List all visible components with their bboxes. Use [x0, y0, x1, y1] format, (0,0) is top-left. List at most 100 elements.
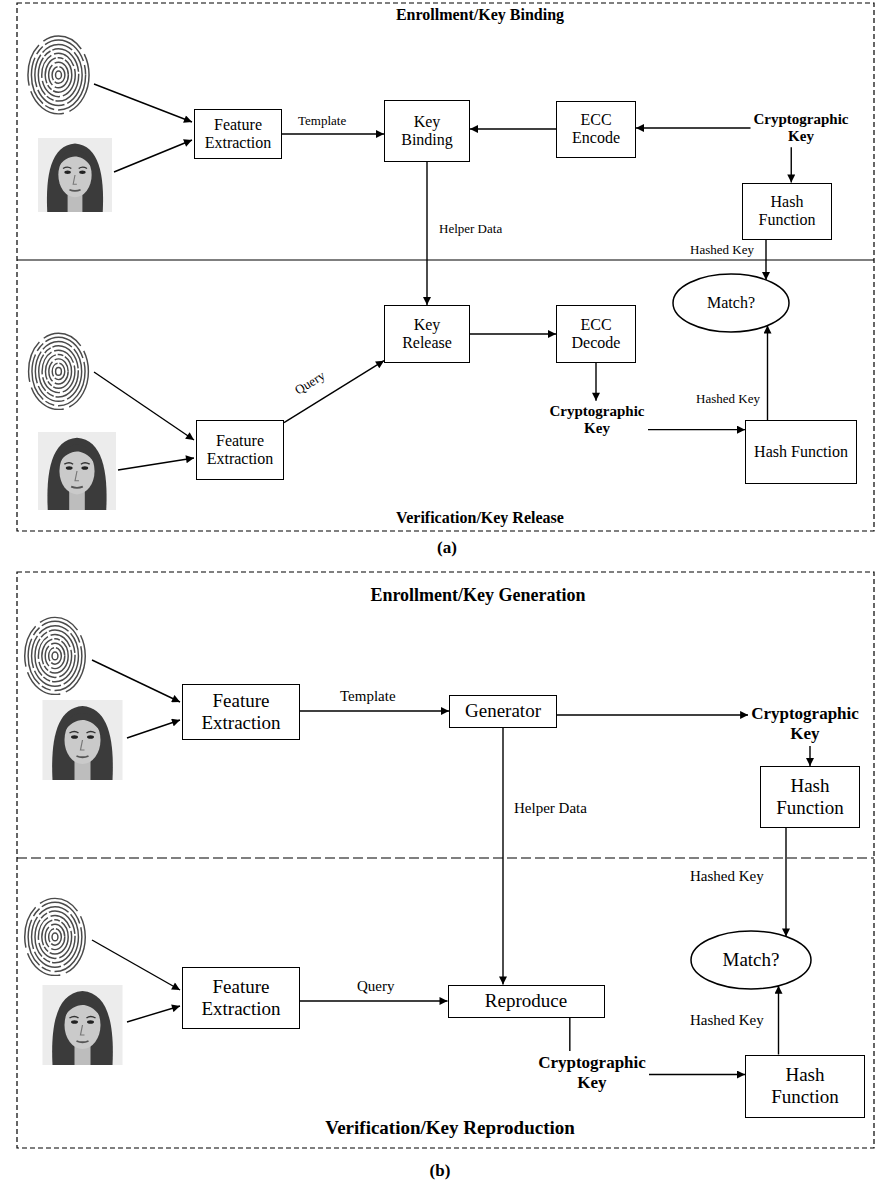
- node-text: Key Release: [391, 316, 463, 353]
- key-text: Cryptographic Key: [535, 1051, 649, 1094]
- process-box: Hash Function: [742, 183, 832, 240]
- node-text: Key Binding: [391, 113, 463, 150]
- connector-arrow: [502, 728, 503, 985]
- node-text: Feature Extraction: [201, 116, 275, 153]
- process-box: Feature Extraction: [182, 684, 300, 740]
- face-image: [43, 700, 123, 780]
- panel-divider: [17, 259, 874, 260]
- node-text: Generator: [465, 700, 541, 722]
- node-text: Hash Function: [752, 1064, 858, 1108]
- node-text: Hash Function: [749, 193, 825, 230]
- connector-arrow: [282, 133, 384, 134]
- panel-label: (b): [430, 1161, 451, 1181]
- node-text: Reproduce: [485, 990, 567, 1012]
- connector-arrow: [595, 363, 596, 401]
- node-text: Feature Extraction: [189, 976, 293, 1020]
- connector-arrow: [648, 429, 746, 430]
- fingerprint-image: [29, 333, 89, 409]
- process-box: Reproduce: [448, 985, 605, 1018]
- process-box: Hash Function: [745, 420, 857, 484]
- node-text: Hash Function: [767, 775, 853, 819]
- node-text: Cryptographic Key: [550, 403, 645, 438]
- ellipse-shape: [673, 274, 789, 332]
- fingerprint-image: [25, 617, 86, 694]
- node-text: Match?: [723, 949, 780, 971]
- panel-border: [17, 572, 874, 1148]
- connector-arrow: [569, 1018, 570, 1052]
- connector-label: Query: [291, 367, 330, 399]
- connector-arrow: [470, 128, 556, 129]
- node-text: Cryptographic Key: [538, 1053, 646, 1092]
- input-arrow: [92, 660, 180, 702]
- process-box: Hash Function: [760, 766, 860, 828]
- face-image: [38, 138, 112, 212]
- process-box: Hash Function: [745, 1055, 865, 1118]
- process-box: Key Release: [384, 305, 470, 363]
- connector-arrow: [557, 714, 748, 715]
- connector-label: Template: [338, 688, 398, 705]
- process-box: Feature Extraction: [182, 967, 300, 1029]
- node-text: ECC Decode: [563, 316, 629, 353]
- connector-label: Hashed Key: [688, 1012, 766, 1029]
- node-text: ECC Encode: [563, 111, 629, 148]
- section-heading: Verification/Key Reproduction: [325, 1117, 575, 1139]
- connector-arrow: [767, 326, 768, 420]
- key-text: Cryptographic Key: [751, 109, 852, 148]
- section-heading: Enrollment/Key Binding: [396, 6, 564, 24]
- match-ellipse: Match?: [690, 930, 812, 990]
- connector-arrow: [636, 127, 751, 128]
- input-arrow: [114, 140, 192, 172]
- input-arrow: [94, 372, 194, 440]
- connector-arrow: [809, 746, 810, 766]
- input-arrow: [92, 940, 180, 990]
- section-heading: Verification/Key Release: [396, 509, 564, 527]
- face-image: [43, 985, 123, 1065]
- connector-arrow: [791, 147, 792, 182]
- input-arrow: [94, 84, 192, 122]
- node-text: Match?: [707, 294, 755, 312]
- key-text: Cryptographic Key: [547, 401, 648, 440]
- connector-arrow: [778, 986, 779, 1055]
- connector-label: Query: [355, 978, 397, 995]
- node-text: Feature Extraction: [203, 432, 277, 469]
- panel-border: [17, 3, 874, 531]
- node-text: Cryptographic Key: [754, 111, 849, 146]
- connector-label: Hashed Key: [694, 392, 762, 407]
- connector-label: Helper Data: [437, 222, 504, 237]
- process-box: ECC Decode: [556, 305, 636, 363]
- connector-arrow: [765, 240, 766, 280]
- process-box: ECC Encode: [556, 101, 636, 158]
- connector-arrow: [426, 162, 427, 305]
- connector-arrow: [649, 1074, 745, 1075]
- process-box: Key Binding: [384, 100, 470, 162]
- match-ellipse: Match?: [672, 273, 790, 333]
- connector-arrow: [300, 1000, 448, 1001]
- section-heading: Enrollment/Key Generation: [370, 585, 585, 606]
- fingerprint-image: [28, 36, 89, 114]
- panel-label: (a): [437, 538, 457, 558]
- ellipse-shape: [691, 931, 811, 989]
- node-text: Hash Function: [754, 443, 848, 461]
- process-box: Feature Extraction: [194, 109, 282, 159]
- input-arrow: [127, 1006, 180, 1022]
- connector-arrow: [470, 333, 556, 334]
- input-arrow: [118, 458, 194, 470]
- connector-label: Template: [296, 114, 348, 129]
- connector-label: Helper Data: [512, 800, 589, 817]
- key-text: Cryptographic Key: [748, 702, 862, 745]
- connector-label: Hashed Key: [688, 243, 756, 258]
- input-arrow: [127, 720, 180, 738]
- connector-arrow: [284, 361, 384, 423]
- connector-arrow: [300, 710, 449, 711]
- face-image: [38, 432, 116, 510]
- process-box: Generator: [449, 695, 557, 728]
- connector-label: Hashed Key: [688, 868, 766, 885]
- panel-divider: [17, 857, 874, 858]
- connector-arrow: [785, 828, 786, 936]
- process-box: Feature Extraction: [196, 420, 284, 480]
- node-text: Cryptographic Key: [751, 704, 859, 743]
- fingerprint-image: [25, 898, 86, 975]
- node-text: Feature Extraction: [189, 690, 293, 734]
